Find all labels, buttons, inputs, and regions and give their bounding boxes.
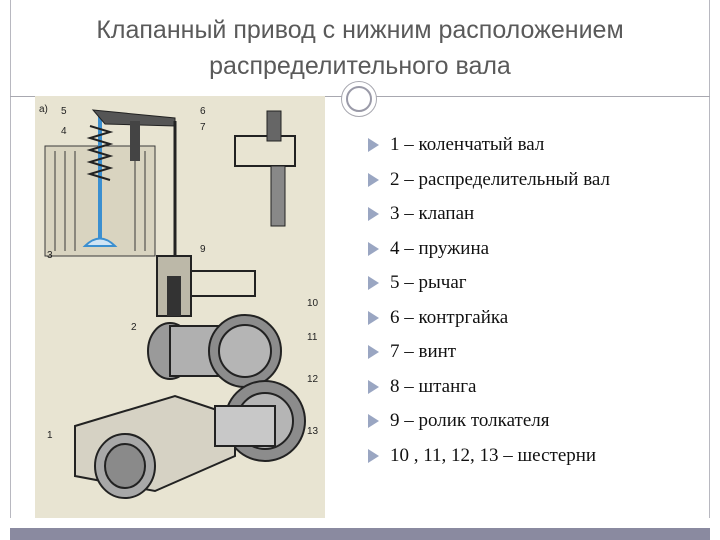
bullet-arrow-icon	[368, 276, 379, 290]
legend-text: 7 – винт	[390, 341, 457, 363]
legend-text: 2 – распределительный вал	[390, 168, 611, 190]
bullet-arrow-icon	[368, 379, 379, 394]
footer-gap	[10, 518, 710, 528]
bullet-arrow-icon	[368, 414, 379, 428]
legend-text: 6 – контргайка	[390, 306, 509, 328]
legend-text: 9 – ролик толкателя	[390, 410, 550, 432]
legend-item-1: 1 – коленчатый вал	[368, 128, 708, 163]
valve-shape	[82, 116, 118, 247]
legend-text: 4 – пружина	[390, 237, 490, 259]
bullet-arrow-icon	[368, 310, 379, 325]
valve-drive-drawing: а) 5 6 7 4 3 9 10 2 11 12 13 1	[35, 96, 325, 518]
legend-text: 5 – рычаг	[390, 272, 467, 294]
circle-ornament-inner	[346, 86, 372, 112]
callout-9: 9	[200, 244, 206, 255]
legend-item-8: 8 – штанга	[368, 370, 708, 405]
circle-ornament-icon	[341, 81, 377, 117]
crankshaft-shape	[74, 394, 276, 499]
title-line-1: Клапанный привод с нижним расположением	[96, 16, 624, 44]
bullet-arrow-icon	[368, 345, 379, 359]
callout-7: 7	[200, 122, 206, 133]
callout-10: 10	[307, 298, 319, 309]
bullet-arrow-icon	[368, 207, 379, 221]
callout-12: 12	[307, 374, 319, 385]
title-line-2: распределительного вала	[209, 52, 511, 80]
parts-legend-list: 1 – коленчатый вал 2 – распределительный…	[368, 128, 708, 473]
slide-title: Клапанный привод с нижним расположением …	[10, 0, 710, 96]
callout-6: 6	[200, 106, 206, 117]
callout-13: 13	[307, 426, 319, 437]
legend-text: 3 – клапан	[390, 203, 475, 225]
legend-item-4: 4 – пружина	[368, 232, 708, 267]
callout-4: 4	[61, 126, 67, 137]
slide-frame	[10, 0, 710, 540]
legend-text: 10 , 11, 12, 13 – шестерни	[390, 444, 597, 466]
legend-text: 1 – коленчатый вал	[390, 134, 545, 156]
bullet-arrow-icon	[368, 448, 379, 463]
legend-item-2: 2 – распределительный вал	[368, 163, 708, 198]
callout-11: 11	[307, 332, 318, 343]
legend-text: 8 – штанга	[390, 375, 477, 397]
callout-3: 3	[47, 250, 53, 261]
legend-item-3: 3 – клапан	[368, 197, 708, 232]
bullet-arrow-icon	[368, 241, 379, 256]
legend-item-7: 7 – винт	[368, 335, 708, 370]
panel-label: а)	[39, 104, 48, 115]
callout-1: 1	[47, 430, 53, 441]
callout-2: 2	[131, 322, 137, 333]
callout-5: 5	[61, 106, 67, 117]
legend-item-6: 6 – контргайка	[368, 301, 708, 336]
bullet-arrow-icon	[368, 172, 379, 187]
bullet-arrow-icon	[368, 138, 379, 152]
legend-item-9: 9 – ролик толкателя	[368, 404, 708, 439]
legend-item-10: 10 , 11, 12, 13 – шестерни	[368, 439, 708, 474]
legend-item-5: 5 – рычаг	[368, 266, 708, 301]
valve-drive-illustration: а) 5 6 7 4 3 9 10 2 11 12 13 1	[35, 96, 325, 518]
footer-bar	[10, 528, 710, 540]
